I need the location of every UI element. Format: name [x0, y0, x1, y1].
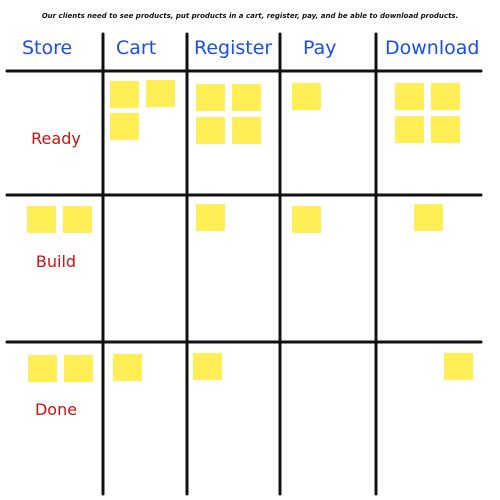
- column-header-pay: Pay: [303, 37, 337, 59]
- sticky-note-ready-cart[interactable]: [146, 80, 175, 107]
- row-label-build: Build: [35, 252, 77, 271]
- sticky-note-ready-download[interactable]: [395, 116, 424, 143]
- board-caption: Our clients need to see products, put pr…: [41, 12, 459, 20]
- sticky-note-ready-register[interactable]: [232, 117, 261, 144]
- sticky-note-done-register[interactable]: [193, 353, 222, 380]
- sticky-note-ready-register[interactable]: [196, 84, 225, 111]
- row-label-ready: Ready: [31, 129, 81, 148]
- column-header-cart: Cart: [116, 37, 157, 59]
- row-label-done: Done: [34, 400, 78, 419]
- sticky-note-ready-cart[interactable]: [110, 113, 139, 140]
- column-header-store: Store: [22, 37, 73, 59]
- sticky-note-done-store[interactable]: [64, 355, 93, 382]
- sticky-note-ready-download[interactable]: [431, 116, 460, 143]
- column-header-register: Register: [194, 37, 273, 59]
- sticky-note-ready-register[interactable]: [196, 117, 225, 144]
- sticky-note-build-register[interactable]: [196, 204, 225, 231]
- sticky-note-done-cart[interactable]: [113, 354, 142, 381]
- sticky-note-ready-download[interactable]: [431, 83, 460, 110]
- sticky-note-ready-cart[interactable]: [110, 81, 139, 108]
- sticky-note-done-store[interactable]: [28, 355, 57, 382]
- column-header-download: Download: [385, 37, 480, 59]
- sticky-note-ready-register[interactable]: [232, 84, 261, 111]
- sticky-note-ready-pay[interactable]: [292, 83, 321, 110]
- sticky-note-build-download[interactable]: [414, 204, 443, 231]
- sticky-note-build-store[interactable]: [27, 206, 56, 233]
- sticky-note-build-pay[interactable]: [292, 206, 321, 233]
- sticky-note-ready-download[interactable]: [395, 83, 424, 110]
- sticky-note-done-download[interactable]: [444, 353, 473, 380]
- sticky-note-build-store[interactable]: [63, 206, 92, 233]
